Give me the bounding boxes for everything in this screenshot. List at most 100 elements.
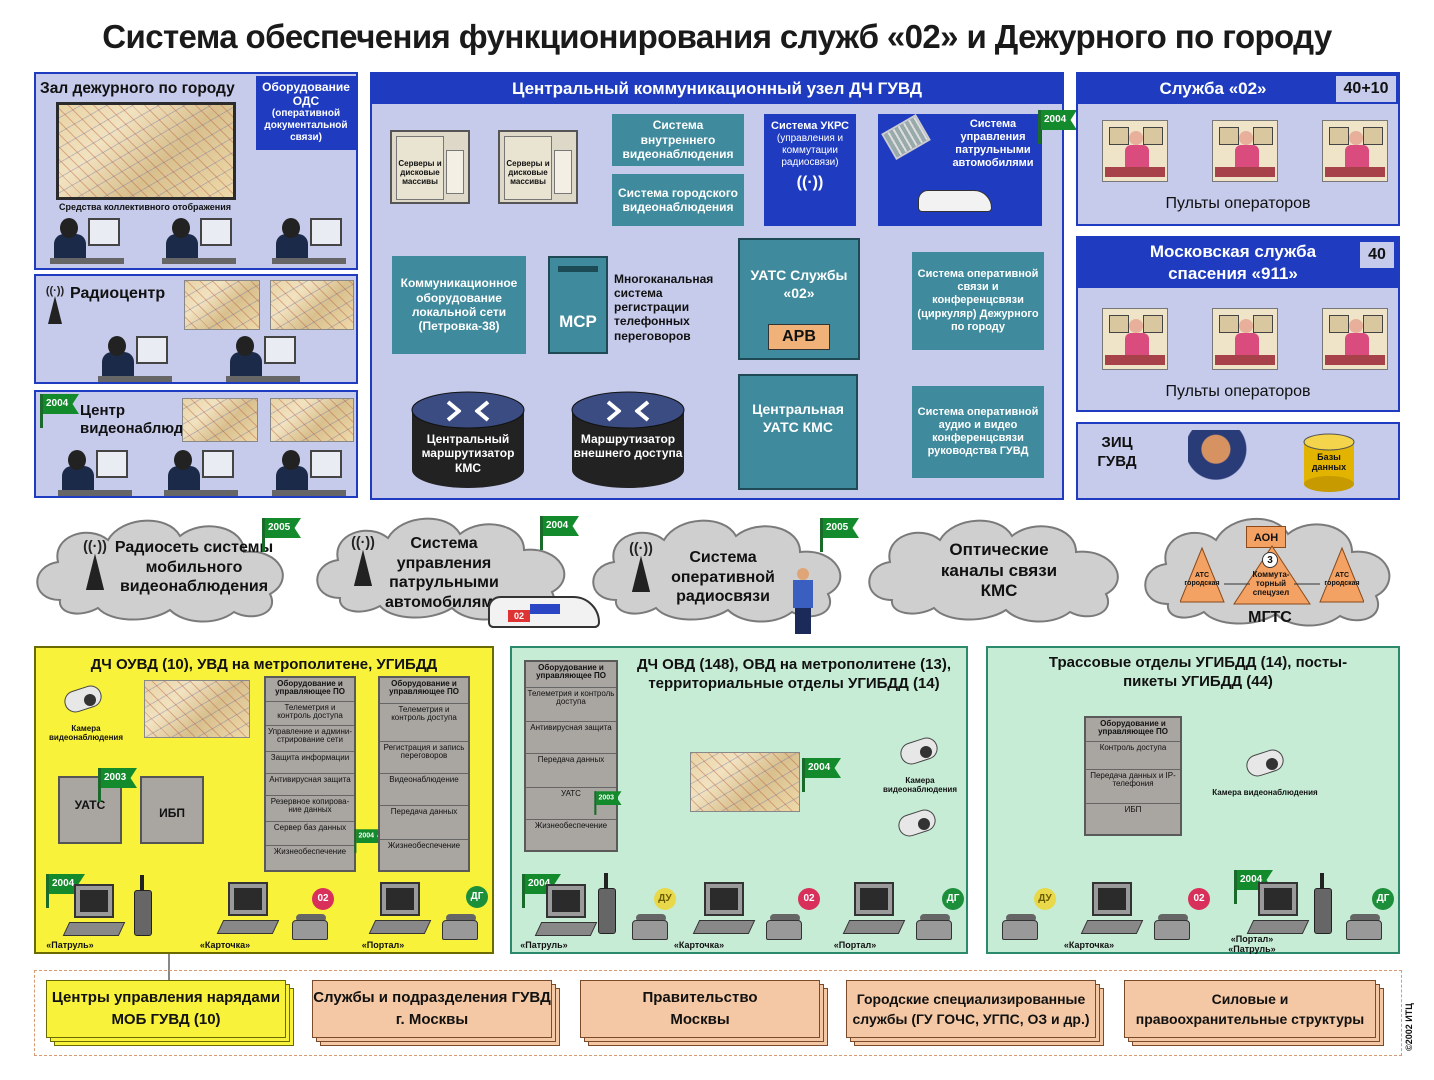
ukrs-sub: (управления и коммутации радиосвязи)	[776, 132, 844, 168]
radio-center-panel: ((·)) Радиоцентр	[34, 274, 358, 384]
uats02-cabinet: УАТС Службы «02» АРВ	[738, 238, 860, 360]
duty2-title: ДЧ ОВД (148), ОВД на метрополитене (13),…	[636, 656, 952, 692]
display-label: Средства коллективного отображения	[58, 202, 232, 212]
rack-item: Сервер баз данных	[266, 822, 354, 846]
camera-icon	[60, 682, 106, 716]
badge-02: 02	[798, 888, 820, 910]
duty1-title: ДЧ ОУВД (10), УВД на метрополитене, УГИБ…	[90, 656, 438, 673]
computer-icon	[1246, 882, 1310, 938]
operator-figure	[272, 214, 346, 264]
phone-icon	[1346, 910, 1386, 942]
arv-label: АРВ	[768, 324, 830, 350]
camera-label: Камера видеонаблюдения	[1212, 788, 1318, 797]
police-car-icon	[918, 190, 992, 212]
bottom-box-label: Силовые и правоохранительные структуры	[1135, 990, 1365, 1027]
central-router-label: Центральный маршрутизатор КМС	[421, 432, 515, 475]
rack-item: Передача данных	[380, 806, 468, 840]
computer-icon	[692, 882, 756, 938]
cloud-label: Система оперативной радиосвязи	[671, 549, 775, 606]
service02-count: 40+10	[1336, 76, 1396, 102]
badge-du: ДУ	[1034, 888, 1056, 910]
service911-panel: Московская служба спасения «911» 40 Пуль…	[1076, 236, 1400, 412]
ods-title: Оборудование ОДС	[262, 80, 350, 109]
rack-item: Жизнеобеспечение	[387, 841, 461, 850]
circular-box: Система оперативной связи и конференцсвя…	[912, 252, 1044, 350]
rack-item: Телеметрия и контроль доступа	[526, 688, 616, 722]
cloud-shape	[592, 519, 842, 623]
uats-label: УАТС	[74, 798, 106, 812]
central-uats-cabinet: Центральная УАТС КМС	[738, 374, 858, 490]
rack-item: Передача данных и IP-телефония	[1086, 770, 1180, 804]
duty2-panel: ДЧ ОВД (148), ОВД на метрополитене (13),…	[510, 646, 968, 954]
ukrs-title: Система УКРС	[771, 120, 849, 132]
plate-label: 02	[508, 610, 530, 622]
year-flag: 2004	[802, 758, 844, 792]
mgts-triangles	[1180, 545, 1364, 605]
computer-icon	[534, 884, 598, 940]
ukrs-box: Система УКРС (управления и коммутации ра…	[764, 114, 856, 226]
comm-equipment-box: Коммуникационное оборудование локальной …	[392, 256, 526, 354]
duty3-title: Трассовые отделы УГИБДД (14), посты-пике…	[1048, 654, 1348, 690]
external-router	[571, 391, 685, 488]
card-label: «Карточка»	[673, 940, 725, 950]
rack-item: Оборудование и управляющее ПО	[1086, 718, 1180, 742]
page-title: Система обеспечения функционирования слу…	[102, 18, 1332, 55]
equipment-rack: Оборудование и управляющее ПО Телеметрия…	[378, 676, 470, 872]
ats-left-label: АТС городская	[1184, 572, 1220, 588]
video-center-panel: 2004 Центр видеонаблюдения	[34, 390, 358, 498]
servers-block: Серверы и дисковые массивы	[498, 130, 578, 204]
bottom-box-label: Городские специализированные службы (ГУ …	[852, 990, 1090, 1027]
portal-patrol-label: «Портал» «Патруль»	[1228, 934, 1276, 955]
rack-item: Телеметрия и контроль доступа	[380, 704, 468, 742]
hall-title: Зал дежурного по городу	[40, 80, 235, 97]
police-car-icon: 02	[488, 596, 600, 628]
rack-item: Жизнеобеспечение	[534, 821, 608, 830]
computer-icon	[1080, 882, 1144, 938]
rack-item: Резервное копирова-ние данных	[266, 796, 354, 822]
display-map	[56, 102, 236, 200]
badge-dg: ДГ	[466, 886, 488, 908]
recording-label: Многоканальная система регистрации телеф…	[614, 272, 714, 343]
external-router-label: Маршрутизатор внешнего доступа	[573, 432, 683, 461]
badge-dg: ДГ	[1372, 888, 1394, 910]
cloud-shape	[36, 519, 284, 623]
rack-item: Жизнеобеспечение	[273, 847, 347, 856]
rack-item: Оборудование и управляющее ПО	[380, 678, 468, 704]
bottom-frame	[34, 970, 1402, 1056]
operator-figure	[50, 214, 124, 264]
central-node-header: Центральный коммуникационный узел ДЧ ГУВ…	[372, 74, 1062, 104]
computer-icon	[842, 882, 906, 938]
phone-icon	[292, 910, 332, 942]
operator-console	[1102, 120, 1168, 182]
card-label: «Карточка»	[199, 940, 251, 950]
operator-console	[1212, 120, 1278, 182]
duty1-map	[144, 680, 250, 738]
phone-icon	[1002, 910, 1042, 942]
uats02-label: УАТС Службы «02»	[750, 267, 848, 302]
connector-line	[168, 954, 170, 984]
video-map	[270, 398, 354, 442]
operator-figure	[162, 214, 236, 264]
duty3-panel: Трассовые отделы УГИБДД (14), посты-пике…	[986, 646, 1400, 954]
portal-label: «Портал»	[361, 940, 405, 950]
phone-icon	[632, 910, 672, 942]
equipment-rack: Оборудование и управляющее ПО Телеметрия…	[524, 660, 618, 852]
ods-sub: (оперативной документальной связи)	[264, 108, 348, 143]
ats-right-label: АТС городская	[1324, 572, 1360, 588]
service02-panel: Служба «02» 40+10 Пульты операторов	[1076, 72, 1400, 226]
rack-item: Контроль доступа	[1086, 742, 1180, 770]
patrol-mgmt-title: Система управления патрульными автомобил…	[952, 118, 1034, 169]
central-node-panel: Центральный коммуникационный узел ДЧ ГУВ…	[370, 72, 1077, 500]
zic-title: ЗИЦ ГУВД	[1097, 434, 1137, 470]
year-flag: 2004	[1038, 110, 1080, 144]
copyright: ©2002 ИТЦ	[1404, 1003, 1414, 1051]
phone-icon	[442, 910, 482, 942]
cloud-label: Система управления патрульными автомобил…	[385, 535, 503, 611]
rack-item: Оборудование и управляющее ПО	[266, 678, 354, 702]
ups-label: ИБП	[159, 806, 185, 820]
badge-du: ДУ	[654, 888, 676, 910]
patrol-label: «Патруль»	[46, 940, 94, 950]
database-icon	[1303, 433, 1355, 492]
switch-label: Коммута-торный спецузел	[1252, 570, 1290, 598]
service911-header: Московская служба спасения «911»	[1078, 238, 1398, 288]
